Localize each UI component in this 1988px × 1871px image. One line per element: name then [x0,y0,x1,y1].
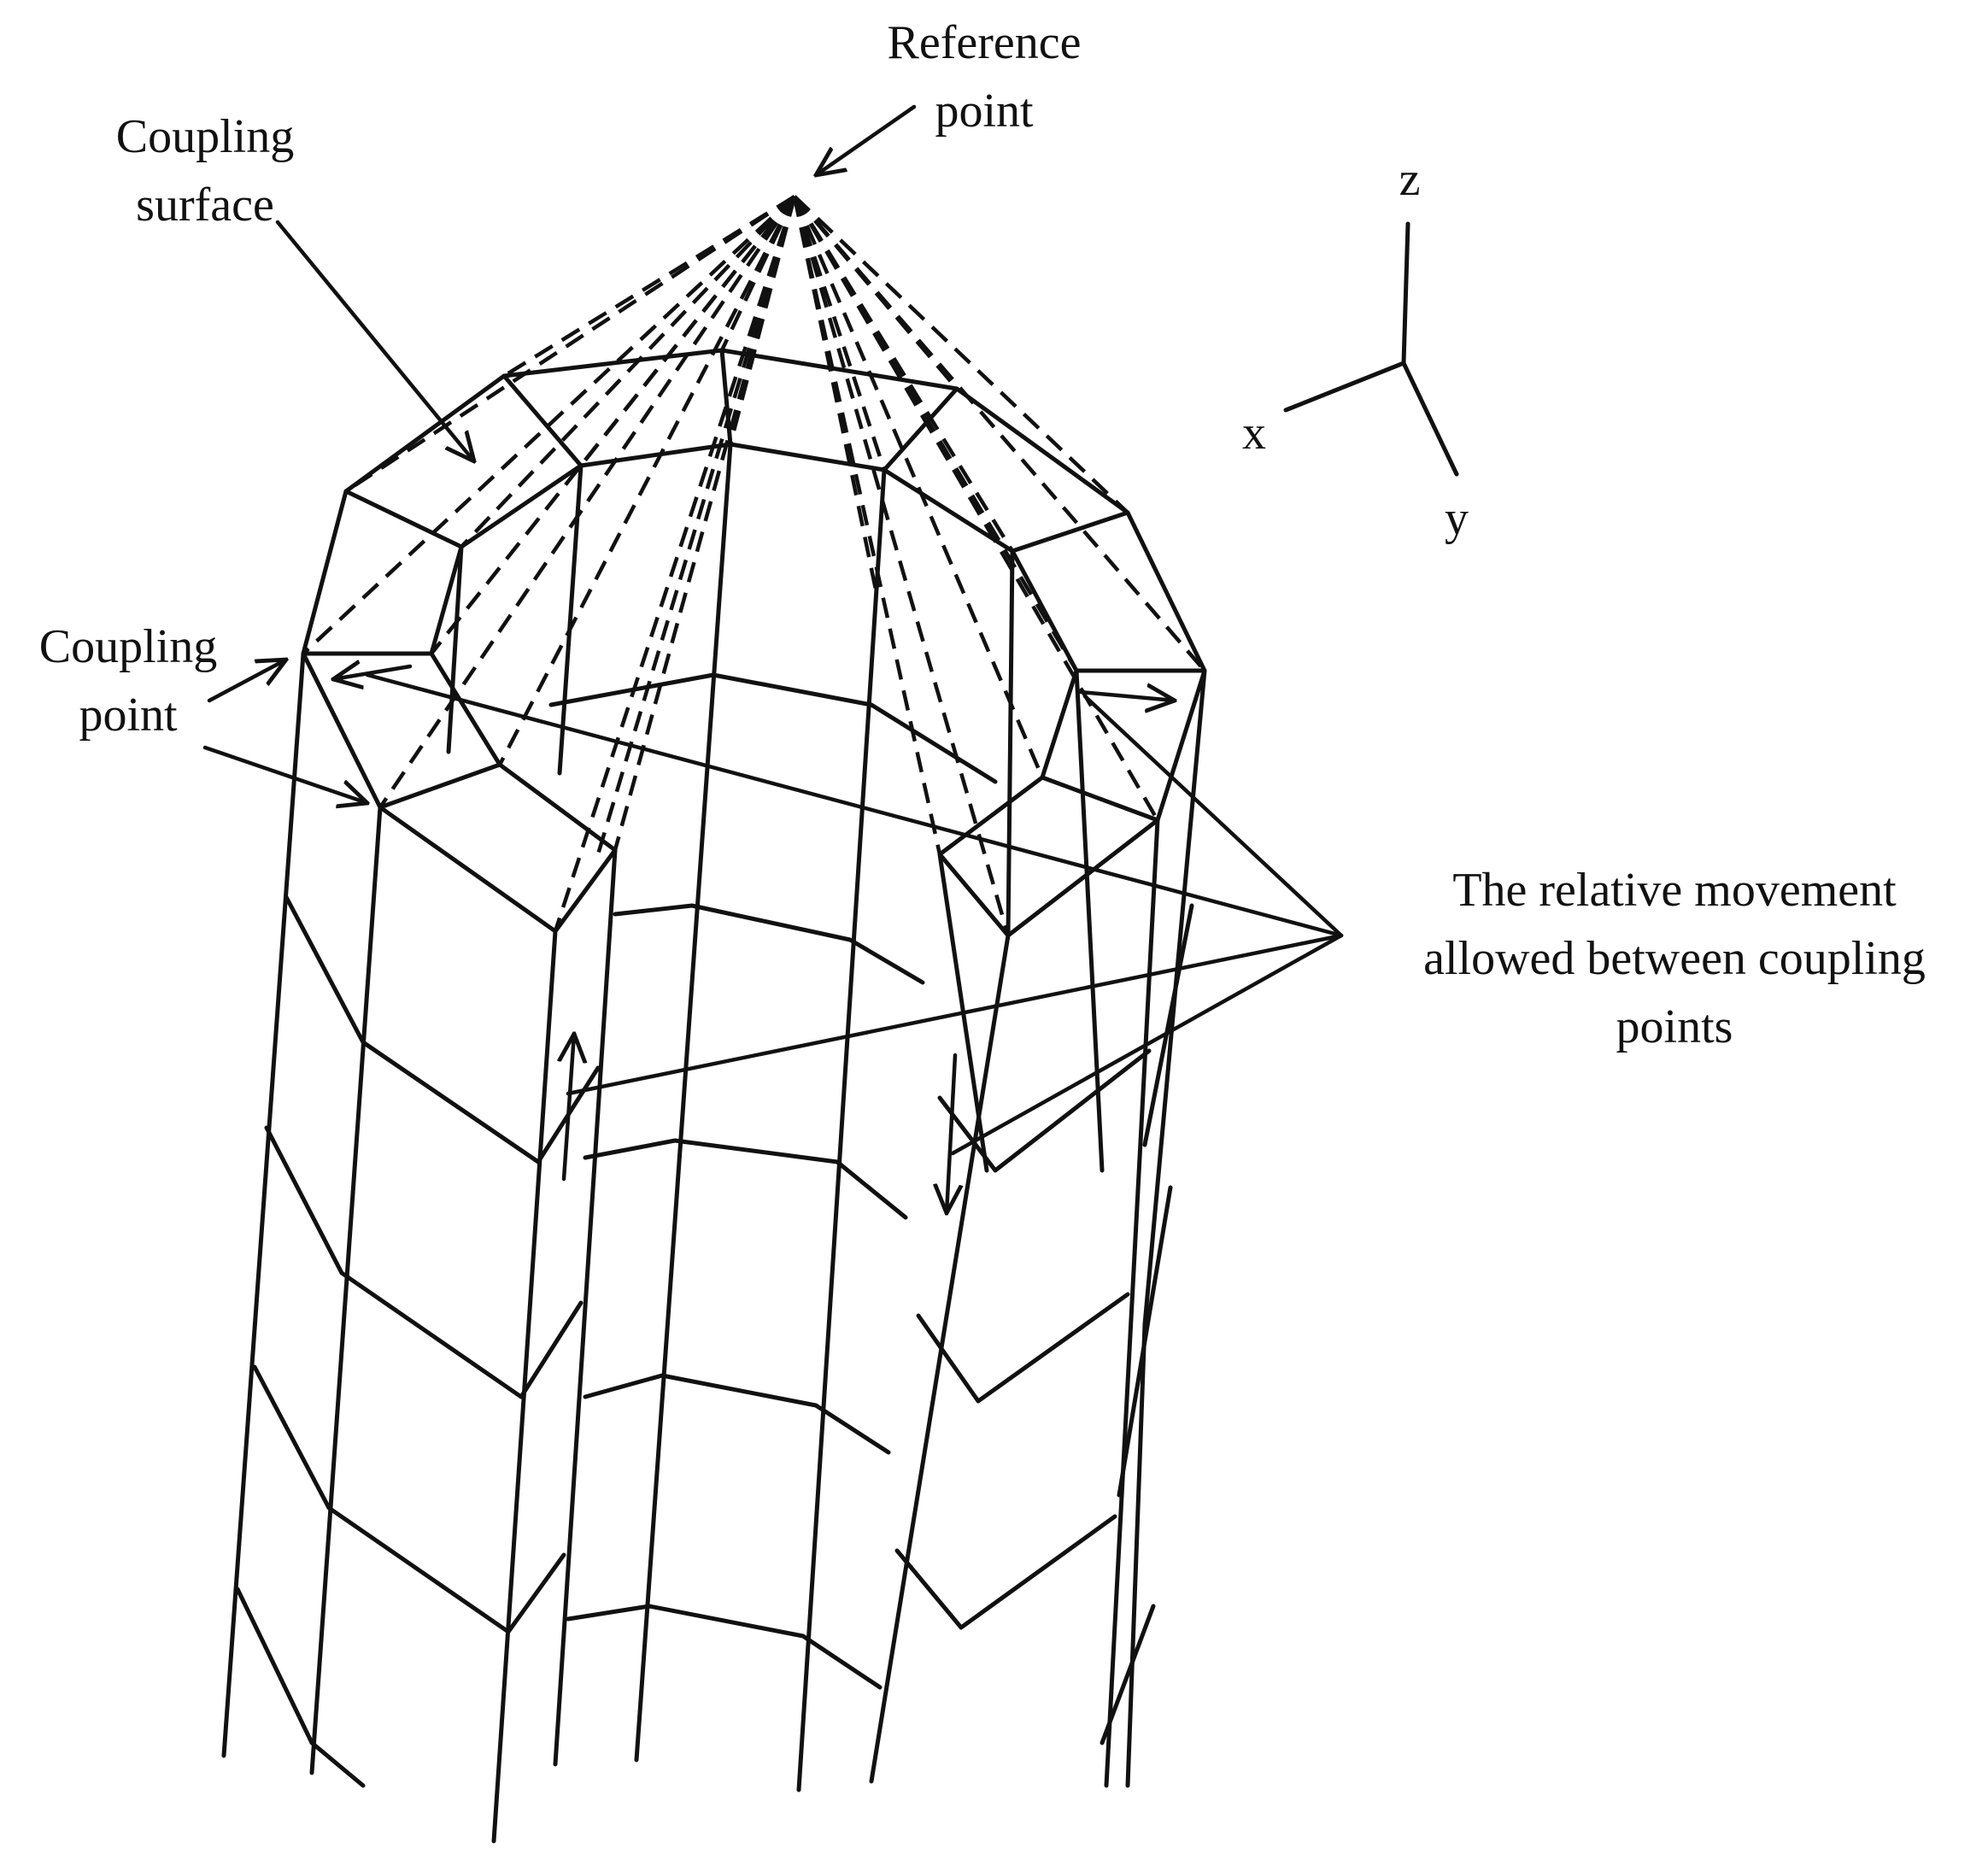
coupling-point-label-line1: Coupling [39,620,217,673]
x-axis-label: x [1242,407,1266,460]
annotation-labels: Reference point Coupling surface Couplin… [39,16,1926,1053]
z-axis [1401,221,1410,366]
coupling-surface-label-line2: surface [136,179,274,232]
coordinate-axes: z x y [1242,153,1469,545]
reference-point-label-line2: point [935,85,1034,138]
coupling-constraint-lines [302,195,1206,936]
y-axis-label: y [1445,492,1469,545]
tube-mesh [221,348,1207,1844]
inner-top-ring [429,442,1079,780]
coupling-surface-leader [275,220,474,461]
relative-movement-label-line3: points [1616,1000,1733,1053]
coupling-point-label-line2: point [79,689,178,742]
leader-lines [202,104,1344,1156]
right-vertical-movement-arrow [947,1053,955,1213]
y-axis [1401,361,1459,477]
right-wall-rings [894,903,1194,1745]
right-block-top [937,668,1207,938]
z-axis-label: z [1399,153,1421,206]
left-wall-rings [235,894,601,1788]
left-vertical-movement-arrow [564,1034,574,1182]
reference-point-label-line1: Reference [888,16,1082,69]
top-radial-edges [301,348,1207,673]
x-axis [1283,361,1406,413]
coupling-surface-label-line1: Coupling [116,110,294,163]
relative-movement-label-line1: The relative movement [1452,864,1897,917]
relative-movement-label-line2: allowed between coupling [1423,932,1926,985]
relative-movement-arrows [333,666,1175,1213]
right-top-movement-arrow [1078,692,1175,701]
coupling-point-leader-1 [207,660,286,703]
coupling-point-leader-2 [202,745,367,803]
left-top-movement-arrow [333,666,413,679]
reference-point-leader [816,104,917,175]
